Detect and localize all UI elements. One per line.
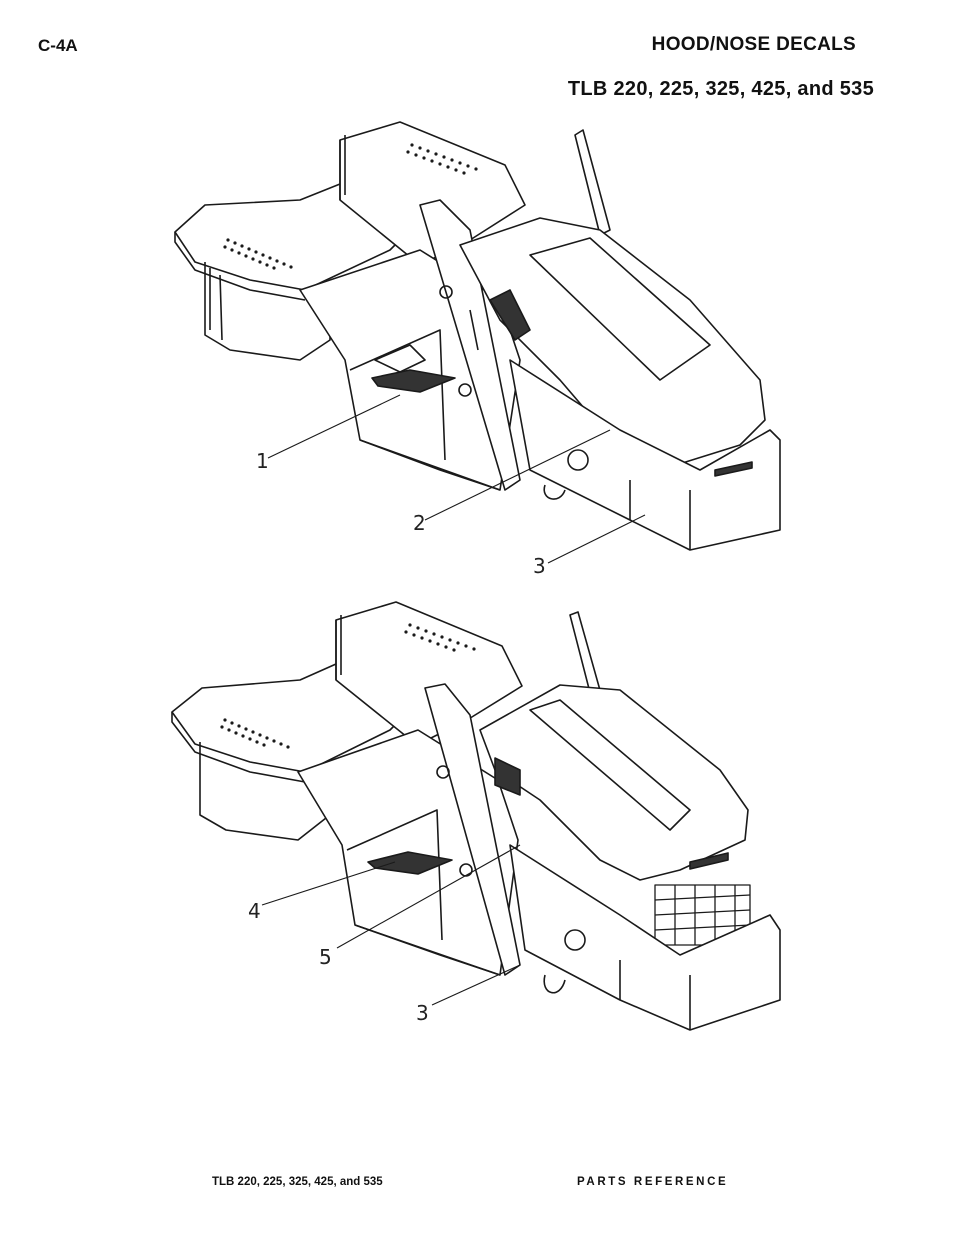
hood-assembly-drawing-bottom: 4 5 3 — [171, 601, 781, 1031]
callout-leader-3b — [431, 964, 521, 1006]
callout-number: 2 — [413, 511, 426, 535]
callout-leader-3 — [547, 514, 646, 564]
page-code: C-4A — [38, 36, 78, 55]
page-title: HOOD/NOSE DECALS — [651, 34, 856, 55]
footer-model-list: TLB 220, 225, 325, 425, and 535 — [212, 1176, 383, 1188]
hood-assembly-drawing-top: 1 2 3 — [174, 121, 781, 578]
figure-bottom-hood-open: 4 5 3 — [0, 595, 954, 1035]
callout-leader-1 — [267, 394, 401, 459]
callout-leader-2 — [424, 429, 611, 521]
callout-leader-5 — [336, 844, 521, 949]
callout-number: 3 — [416, 1001, 429, 1025]
callout-leader-4 — [261, 861, 396, 906]
callout-number: 3 — [533, 554, 546, 578]
callout-number: 1 — [256, 449, 269, 473]
callout-number: 4 — [248, 899, 261, 923]
callout-number: 5 — [319, 945, 332, 969]
page-subtitle: TLB 220, 225, 325, 425, and 535 — [567, 78, 874, 100]
footer-section-name: PARTS REFERENCE — [577, 1176, 729, 1188]
figure-top-hood-closed: 1 2 3 — [0, 110, 954, 590]
